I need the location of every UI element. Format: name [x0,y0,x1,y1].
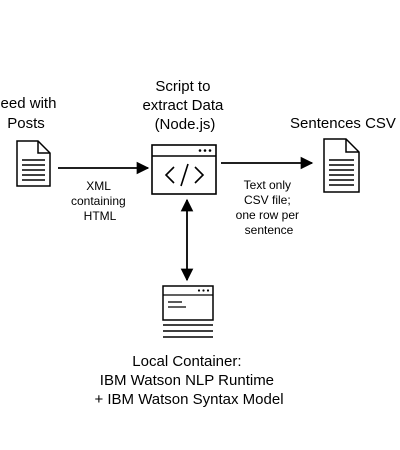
script-label: Script to extract Data (Node.js) [142,78,227,133]
feed-document-icon [16,140,51,187]
container-window-icon [162,285,214,338]
output-label: Sentences CSV [290,115,396,132]
container-label: Local Container: IBM Watson NLP Runtime … [94,353,283,408]
feed-label: Feed with Posts [0,95,61,132]
edge-label-csv: Text only CSV file; one row per sentence [236,178,303,237]
output-document-icon [323,138,360,193]
edge-label-xml: XML containing HTML [71,179,129,223]
script-code-window-icon [151,144,217,195]
